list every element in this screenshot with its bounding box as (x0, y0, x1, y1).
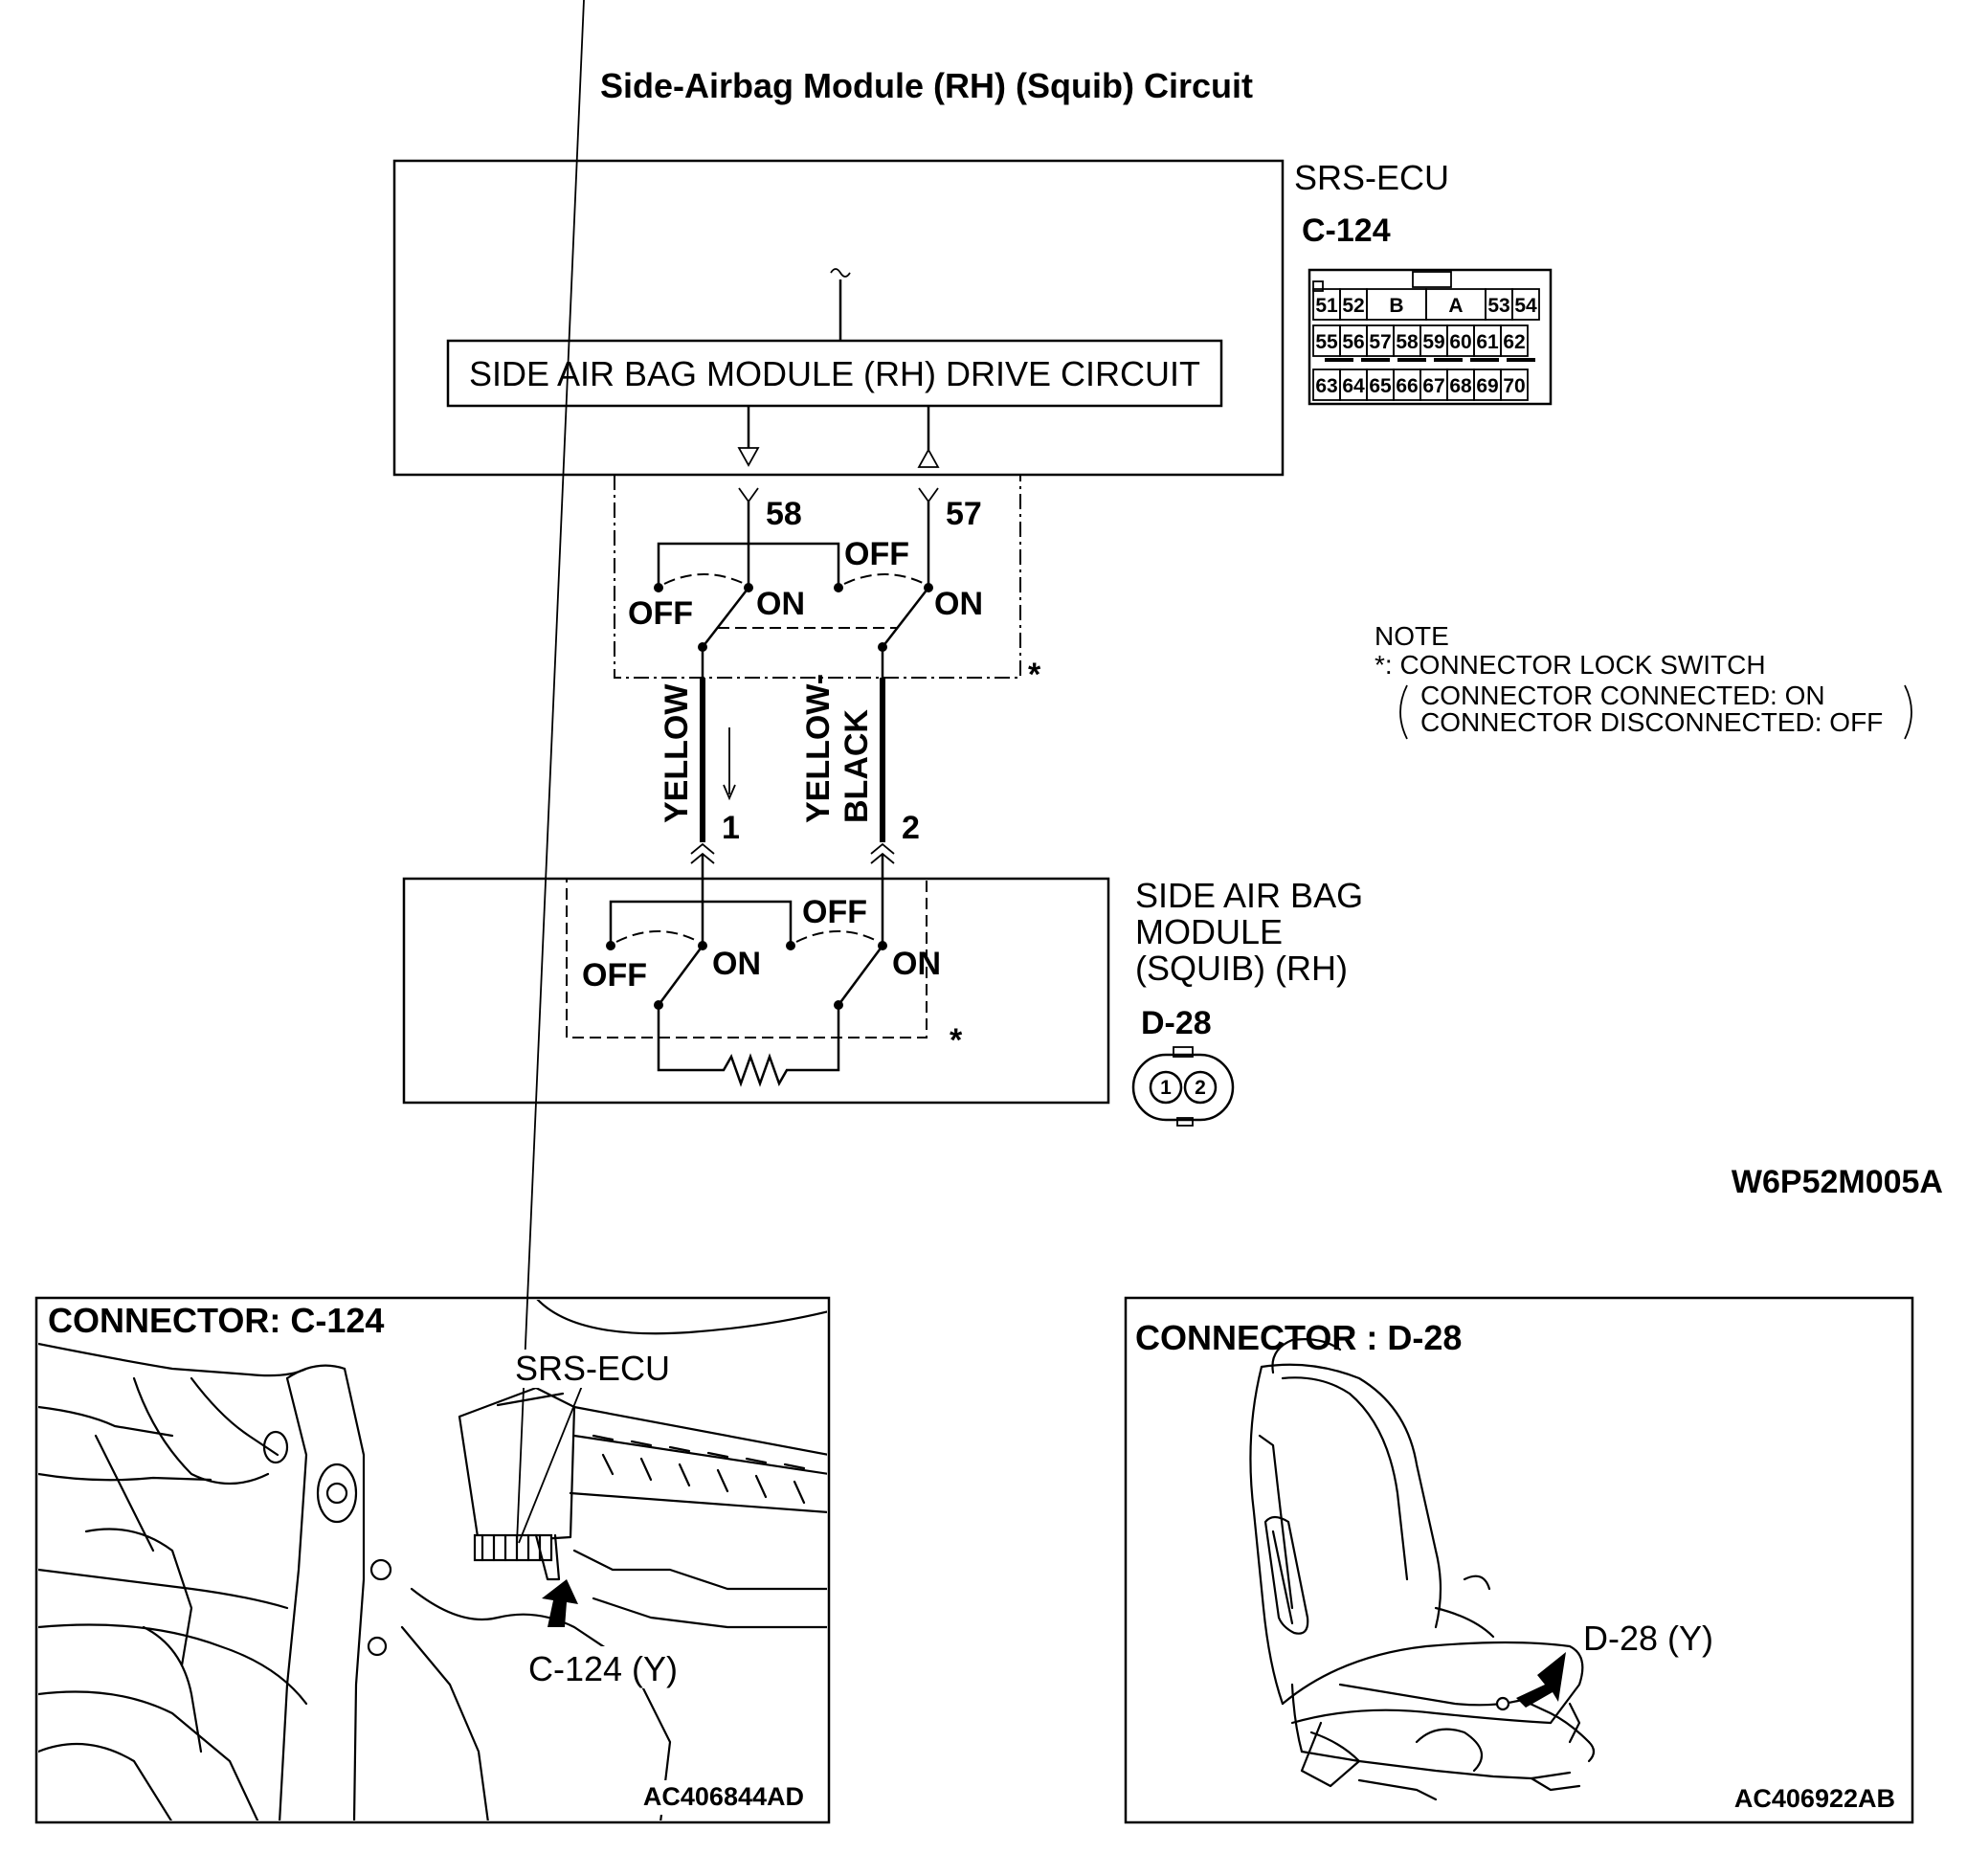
ecu-connector-pin-label: B (1389, 295, 1403, 317)
switch-off-label: OFF (628, 595, 693, 632)
ecu-connector-pin-label: 65 (1369, 375, 1392, 397)
ecu-connector-pin-label: 61 (1476, 331, 1499, 353)
c124-location-arrow (542, 1579, 578, 1627)
module-lock-switch-star: * (950, 1022, 963, 1059)
note-connected: CONNECTOR CONNECTED: ON (1420, 681, 1825, 710)
panel-c124-callout: C-124 (Y) (528, 1649, 678, 1688)
ecu-connector-pin-label: 58 (1396, 331, 1419, 353)
ecu-connector-pin-label: 59 (1422, 331, 1444, 353)
harness-wires: YELLOW YELLOW- BLACK 1 2 (659, 647, 920, 946)
drive-circuit-box (446, 339, 1223, 408)
module-connector-id: D-28 (1141, 1005, 1212, 1041)
panel-d28-title: CONNECTOR : D-28 (1135, 1318, 1462, 1357)
ecu-connector-pin-label: 54 (1514, 295, 1537, 317)
d28-connector-face: 1 2 (1131, 1046, 1235, 1127)
panel-c124-code: AC406844AD (643, 1782, 804, 1811)
wire-pin-2: 2 (902, 810, 920, 846)
ecu-connector-pin-label: 57 (1369, 331, 1391, 353)
wire-color-yellow: YELLOW (659, 683, 695, 823)
power-supply-symbol (830, 268, 851, 278)
panel-d28: CONNECTOR : D-28 D-28 (Y) AC406922AB (1124, 1296, 1914, 1824)
note-star-label: *: CONNECTOR LOCK SWITCH (1375, 650, 1766, 680)
ecu-connector-pin-label: 68 (1449, 375, 1472, 397)
output-arrow (737, 447, 760, 467)
wire-pin-1: 1 (722, 810, 740, 846)
wire-color-yellow-black-2: BLACK (838, 709, 875, 823)
panel-c124-ecu-label: SRS-ECU (515, 1349, 670, 1388)
side-airbag-module-block: * OFF ON OFF ON (402, 877, 1110, 1105)
ecu-lock-switch: * 58 57 OFF ON OFF ON (614, 475, 1041, 693)
srs-ecu-block: SRS-ECU C-124 SIDE AIR BAG MODULE (RH) D… (392, 158, 1449, 477)
seat-illustration (1249, 1338, 1596, 1801)
module-label-line2: MODULE (1135, 912, 1283, 951)
ecu-connector-pin-label: 52 (1342, 295, 1364, 317)
page-title: Side-Airbag Module (RH) (Squib) Circuit (600, 66, 1253, 105)
ecu-connector-cell (1511, 288, 1540, 321)
ecu-connector-pin-label: A (1448, 295, 1463, 317)
ecu-pin-58: 58 (766, 496, 802, 532)
input-arrow (917, 448, 940, 468)
ecu-connector-pin-label: 55 (1315, 331, 1338, 353)
switch-on-label-2: ON (934, 586, 983, 622)
switch-off-label-2: OFF (844, 536, 909, 572)
switch-on-label: ON (756, 586, 805, 622)
note-heading: NOTE (1375, 621, 1449, 651)
ecu-connector-pin-label: 63 (1315, 375, 1337, 397)
module-switch-on-label: ON (712, 946, 761, 982)
panel-d28-callout: D-28 (Y) (1583, 1619, 1713, 1658)
d28-location-arrow (1516, 1652, 1566, 1708)
d28-pin-2: 2 (1195, 1077, 1206, 1099)
panel-d28-code: AC406922AB (1734, 1784, 1895, 1813)
module-label-line1: SIDE AIR BAG (1135, 876, 1363, 915)
ecu-connector-pin-label: 66 (1396, 375, 1418, 397)
ecu-connector-id: C-124 (1302, 212, 1391, 249)
wire-color-yellow-black-1: YELLOW- (800, 674, 837, 823)
note-disconnected: CONNECTOR DISCONNECTED: OFF (1420, 707, 1883, 737)
d28-pin-1: 1 (1160, 1077, 1172, 1099)
ecu-connector-pin-label: 53 (1487, 295, 1509, 317)
ecu-connector-pin-label: 62 (1503, 331, 1525, 353)
panel-c124-title: CONNECTOR: C-124 (48, 1301, 384, 1340)
diagram-code: W6P52M005A (1732, 1164, 1943, 1200)
ecu-connector-pin-label: 70 (1503, 375, 1525, 397)
squib-resistor (657, 1005, 840, 1087)
ecu-pin-57: 57 (946, 496, 982, 532)
srs-ecu-label: SRS-ECU (1294, 158, 1449, 197)
ecu-connector-cell (1500, 324, 1529, 357)
module-switch-on-label-2: ON (892, 946, 941, 982)
ecu-connector-pin-label: 69 (1476, 375, 1498, 397)
ecu-connector-pin-label: 64 (1342, 375, 1365, 397)
drive-circuit-label: SIDE AIR BAG MODULE (RH) DRIVE CIRCUIT (469, 354, 1200, 393)
module-switch-off-label: OFF (582, 957, 647, 994)
module-label-line3: (SQUIB) (RH) (1135, 949, 1348, 988)
ecu-connector-pin-label: 51 (1315, 295, 1338, 317)
panel-c124: CONNECTOR: C-124 SRS-ECU C-124 (Y) AC406… (34, 0, 831, 1824)
module-switch-off-label-2: OFF (802, 894, 867, 930)
ecu-connector-pin-label: 60 (1449, 331, 1471, 353)
ecu-connector-pin-label: 56 (1342, 331, 1364, 353)
ecu-connector-pin-label: 67 (1422, 375, 1444, 397)
ecu-connector-cell (1500, 368, 1529, 401)
note-block: NOTE *: CONNECTOR LOCK SWITCH CONNECTOR … (1375, 621, 1912, 740)
lock-switch-star: * (1028, 657, 1041, 693)
